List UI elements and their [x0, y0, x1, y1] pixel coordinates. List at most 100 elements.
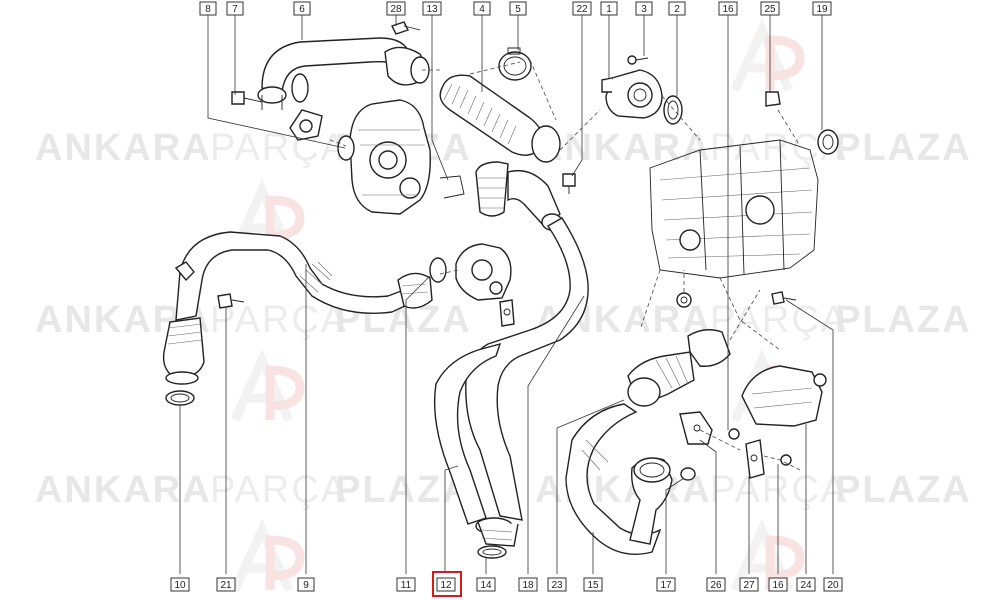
callout-5[interactable]: 5 — [509, 1, 527, 16]
watermark-text: PLAZA — [835, 299, 972, 341]
boost-sensor — [601, 69, 663, 119]
callout-11[interactable]: 11 — [396, 577, 416, 592]
callout-16-bottom[interactable]: 16 — [768, 577, 788, 592]
callout-label: 21 — [220, 580, 232, 591]
callout-9[interactable]: 9 — [297, 577, 315, 592]
callout-label: 13 — [426, 4, 438, 15]
callout-14[interactable]: 14 — [476, 577, 496, 592]
charge-air-duct — [627, 292, 731, 407]
leader-lines — [179, 15, 834, 574]
bolt-part-21 — [217, 293, 245, 309]
callout-label: 18 — [522, 580, 534, 591]
ap-logo-icon — [730, 19, 805, 92]
callout-label: 2 — [674, 4, 680, 15]
callout-15[interactable]: 15 — [583, 577, 603, 592]
callout-label: 7 — [232, 4, 238, 15]
corrugated-hose — [439, 74, 561, 163]
watermark-text: PLAZA — [835, 469, 972, 511]
callout-13[interactable]: 13 — [422, 1, 442, 16]
ap-logo-icon — [230, 179, 305, 252]
callout-8[interactable]: 8 — [199, 1, 217, 16]
bolt-part-22 — [562, 173, 576, 194]
callout-21[interactable]: 21 — [216, 577, 236, 592]
throttle-valve — [429, 243, 512, 301]
watermark-text: PARÇA — [210, 127, 348, 169]
callout-label: 12 — [440, 580, 452, 591]
ap-logo-icon — [230, 519, 305, 592]
callout-label: 22 — [576, 4, 588, 15]
watermark-text: ANKARA — [535, 469, 712, 511]
callout-row-top: 8 7 6 28 13 4 5 22 — [199, 1, 832, 16]
ap-logo-icon — [230, 349, 305, 422]
callout-label: 19 — [816, 4, 828, 15]
screw-part-3 — [627, 55, 649, 65]
callout-label: 20 — [827, 580, 839, 591]
watermark-text: PARÇA — [210, 469, 348, 511]
callout-19[interactable]: 19 — [812, 1, 832, 16]
turbo-housing — [337, 99, 431, 215]
watermark-text: ANKARA — [35, 127, 212, 169]
callout-label: 27 — [743, 580, 755, 591]
callout-2[interactable]: 2 — [668, 1, 686, 16]
nut-part-16 — [728, 428, 792, 466]
callout-3[interactable]: 3 — [635, 1, 653, 16]
callout-22[interactable]: 22 — [572, 1, 592, 16]
watermark-text: ANKARA — [535, 127, 712, 169]
flange-gasket — [289, 109, 323, 141]
callout-7[interactable]: 7 — [226, 1, 244, 16]
watermark-text: ANKARA — [35, 469, 212, 511]
callout-label: 24 — [800, 580, 812, 591]
callout-label: 16 — [722, 4, 734, 15]
pipe-connector — [384, 46, 430, 86]
callout-label: 10 — [174, 580, 186, 591]
callout-17[interactable]: 17 — [656, 577, 676, 592]
callout-label: 16 — [772, 580, 784, 591]
o-ring-part-14 — [477, 545, 507, 559]
callout-26[interactable]: 26 — [706, 577, 726, 592]
callout-label: 3 — [641, 4, 647, 15]
callout-label: 1 — [606, 4, 612, 15]
callout-6[interactable]: 6 — [293, 1, 311, 16]
callout-1[interactable]: 1 — [600, 1, 618, 16]
callout-label: 28 — [390, 4, 402, 15]
callout-label: 5 — [515, 4, 521, 15]
cover-part-24 — [741, 365, 827, 427]
callout-label: 8 — [205, 4, 211, 15]
callout-24[interactable]: 24 — [796, 577, 816, 592]
callout-label: 26 — [710, 580, 722, 591]
watermark-text: PARÇA — [710, 469, 848, 511]
callout-4[interactable]: 4 — [473, 1, 491, 16]
callout-row-bottom: 10 21 9 11 12 14 18 23 — [170, 571, 843, 597]
bracket-part-27 — [745, 439, 765, 479]
callout-28[interactable]: 28 — [386, 1, 406, 16]
callout-16-top[interactable]: 16 — [718, 1, 738, 16]
callout-25[interactable]: 25 — [760, 1, 780, 16]
callout-label: 14 — [480, 580, 492, 591]
callout-label: 15 — [587, 580, 599, 591]
callout-10[interactable]: 10 — [170, 577, 190, 592]
ap-logo-icon — [730, 519, 805, 592]
callout-label: 25 — [764, 4, 776, 15]
bolt-part-20 — [771, 291, 797, 305]
o-ring-part-2 — [663, 95, 683, 125]
intake-elbow-left — [162, 261, 205, 385]
callout-12-highlighted[interactable]: 12 — [432, 571, 462, 597]
callout-label: 11 — [401, 580, 412, 591]
seal-part-25 — [765, 91, 781, 107]
spring-clip — [439, 175, 465, 199]
callout-18[interactable]: 18 — [518, 577, 538, 592]
watermark-text: PLAZA — [335, 469, 472, 511]
watermark-text: PARÇA — [710, 299, 848, 341]
callout-23[interactable]: 23 — [547, 577, 567, 592]
engine-block — [639, 139, 819, 351]
callout-label: 4 — [479, 4, 485, 15]
turbo-outlet-elbow — [475, 161, 563, 231]
callout-27[interactable]: 27 — [739, 577, 759, 592]
intercooler-duct — [565, 403, 673, 555]
cap-part-19 — [817, 129, 839, 155]
callout-20[interactable]: 20 — [823, 577, 843, 592]
hose-bracket — [499, 299, 515, 327]
callout-label: 17 — [660, 580, 672, 591]
watermark-text: PLAZA — [835, 127, 972, 169]
